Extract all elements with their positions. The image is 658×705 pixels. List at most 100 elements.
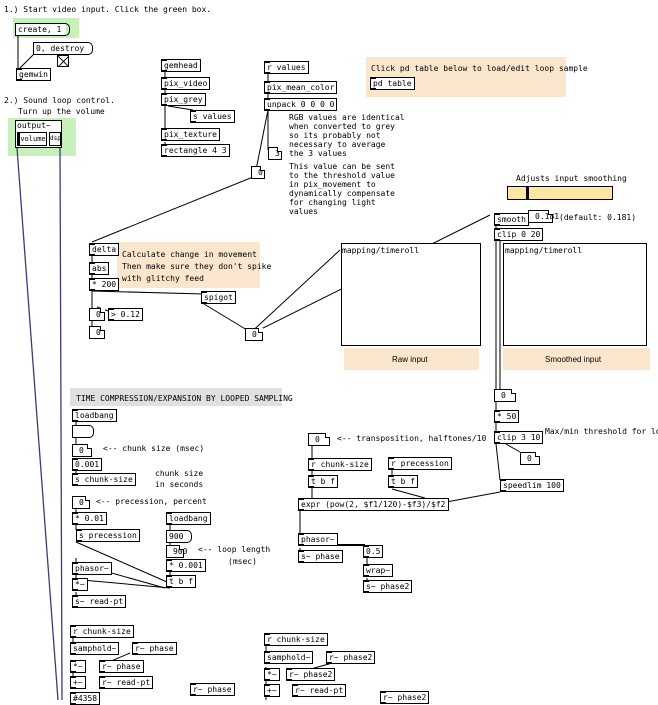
bl-r-phase-b-object: r~ phase <box>99 660 144 673</box>
section-title-box <box>70 388 282 406</box>
precession-number-box[interactable]: 0 <box>72 496 90 509</box>
r-values-object: r values <box>264 61 309 74</box>
threshold-comment-line: This value can be sent <box>289 162 395 171</box>
precession-phasor-object: phasor~ <box>72 562 112 575</box>
br-samphold-object: samphold~ <box>264 651 314 664</box>
smoothed-input-graph[interactable] <box>503 243 647 346</box>
smoothing-number-box[interactable]: 0.181 <box>528 210 559 223</box>
chunk-seconds-comment: chunk size in seconds <box>155 468 203 490</box>
r-precession-object: r precession <box>388 457 452 470</box>
br-r-phase2-b-object: r~ phase2 <box>286 668 336 681</box>
threshold-comment-line: for changing light <box>289 198 376 207</box>
s-phase-object: s~ phase <box>298 550 343 563</box>
create-message[interactable]: create, 1 <box>15 23 71 36</box>
graph-input-number-box[interactable]: 0 <box>245 328 263 341</box>
bl-r-read-pt-object: r~ read-pt <box>99 676 154 689</box>
movement-comment-box <box>117 242 260 288</box>
movement-comment-line: with glitchy feed <box>122 274 204 283</box>
threshold-comment: This value can be sent to the threshold … <box>289 162 395 216</box>
s-read-pt-object: s~ read-pt <box>72 595 127 608</box>
movement-number-box[interactable]: 0 <box>89 308 105 321</box>
output-name: output~ <box>17 121 51 130</box>
chunk-size-comment: <-- chunk size (msec) <box>103 444 205 453</box>
value-number-box-3[interactable]: 3 <box>268 147 282 160</box>
br-r-phase2-c-object: r~ phase2 <box>380 691 430 704</box>
threshold-output-number-box[interactable]: 0 <box>520 452 540 465</box>
clip-0-20-object: clip 0 20 <box>494 228 544 241</box>
table-info-comment: Click pd table below to load/edit loop s… <box>371 64 588 73</box>
step2-sub-comment: Turn up the volume <box>18 107 105 116</box>
loop-length-line: (msec) <box>228 557 257 566</box>
precession-times-object: *~ <box>72 578 88 591</box>
rgb-comment-line: necessary to average <box>289 140 386 149</box>
msg-900[interactable]: 900 <box>166 530 193 543</box>
threshold-comment-line: dynamically compensate <box>289 189 395 198</box>
bm-r-phase-object: r~ phase <box>190 683 235 696</box>
value-number-box[interactable]: 0 <box>251 166 265 179</box>
threshold-comment-line: in pix_movement to <box>289 180 376 189</box>
precession-comment: <-- precession, percent <box>96 497 207 506</box>
tbf-object-2: t b f <box>388 475 419 488</box>
wrap-object: wrap~ <box>363 564 394 577</box>
pix-mean-color-object: pix_mean_color <box>264 81 338 94</box>
section-title: TIME COMPRESSION/EXPANSION BY LOOPED SAM… <box>76 394 293 403</box>
mult-200-object: * 200 <box>89 278 120 291</box>
raw-input-label-box <box>344 348 479 370</box>
smoothed-graph-title: mapping/timeroll <box>505 246 583 255</box>
s-chunk-size-object: s chunk-size <box>72 473 136 486</box>
transposition-comment: <-- transposition, halftones/10 <box>337 434 487 443</box>
smoothing-slider[interactable] <box>507 186 613 200</box>
destroy-message[interactable]: 0, destroy <box>33 42 94 55</box>
chunk-loadbang-object: loadbang <box>72 409 117 422</box>
smoothing-default-comment: (default: 0.181) <box>559 213 637 222</box>
toggle-box[interactable] <box>57 55 69 67</box>
plus-object: 0.5 <box>363 545 384 558</box>
chunk-mult-object: 0.001 <box>72 458 103 471</box>
chunk-size-number-box[interactable]: 0 <box>72 444 92 457</box>
s-values-object: s values <box>190 110 235 123</box>
transposition-number-box[interactable]: 0 <box>308 433 330 446</box>
br-r-read-pt-object: r~ read-pt <box>292 684 347 697</box>
volume-slider[interactable]: volume <box>17 132 47 146</box>
chunk-seconds-line: chunk size <box>155 469 204 478</box>
mult-001-object: * 0.01 <box>72 512 107 525</box>
rgb-comment-line: so its probably not <box>289 131 381 140</box>
mult-50-object: * 50 <box>494 410 520 423</box>
phasor-object: phasor~ <box>298 533 338 546</box>
smoothed-input-label: Smoothed input <box>545 355 602 364</box>
bl-r-phase-object: r~ phase <box>132 642 177 655</box>
tbf-object-1: t b f <box>308 475 339 488</box>
threshold-number-box[interactable]: 0 <box>494 389 516 402</box>
br-r-phase2-object: r~ phase2 <box>326 651 376 664</box>
chunk-seconds-line: in seconds <box>155 480 204 489</box>
smoothed-input-label-box <box>503 348 650 370</box>
smooth-object: smooth <box>494 213 529 226</box>
pix-texture-object: pix_texture <box>161 128 220 141</box>
dsp-toggle[interactable]: dsp <box>49 132 61 146</box>
abs-object: abs <box>89 262 110 275</box>
clip-3-10-object: clip 3 10 <box>494 431 544 444</box>
speedlim-object: speedlim 100 <box>500 479 564 492</box>
bl-times-object: *~ <box>70 660 86 673</box>
movement-output-number-box[interactable]: 0 <box>89 326 105 339</box>
mult-0001-object: * 0.001 <box>166 559 206 572</box>
pix-video-object: pix_video <box>161 77 211 90</box>
greater-than-object: > 0.12 <box>108 308 143 321</box>
pd-table-object[interactable]: pd table <box>370 77 415 90</box>
rgb-comment-line: when converted to grey <box>289 122 395 131</box>
raw-input-label: Raw input <box>392 355 428 364</box>
loop-length-line: <-- loop length <box>198 545 271 554</box>
threshold-loop-comment: Max/min threshold for loop <box>545 427 658 436</box>
raw-input-graph[interactable] <box>341 243 481 346</box>
chunk-message[interactable] <box>72 425 94 438</box>
loop-length-number-box[interactable]: 900 <box>166 545 187 558</box>
rectangle-object: rectangle 4 3 <box>161 144 230 157</box>
slider-knob[interactable] <box>526 187 529 199</box>
movement-comment-line: Then make sure they don't spike <box>122 262 272 271</box>
s-phase2-object: s~ phase2 <box>363 580 413 593</box>
loop-length-comment: <-- loop length (msec) <box>198 544 270 568</box>
gemhead-object: gemhead <box>161 59 201 72</box>
bl-r-chunk-size-object: r chunk-size <box>70 625 134 638</box>
movement-comment-line: Calculate change in movement <box>122 250 257 259</box>
unpack-object: unpack 0 0 0 0 <box>264 98 338 111</box>
